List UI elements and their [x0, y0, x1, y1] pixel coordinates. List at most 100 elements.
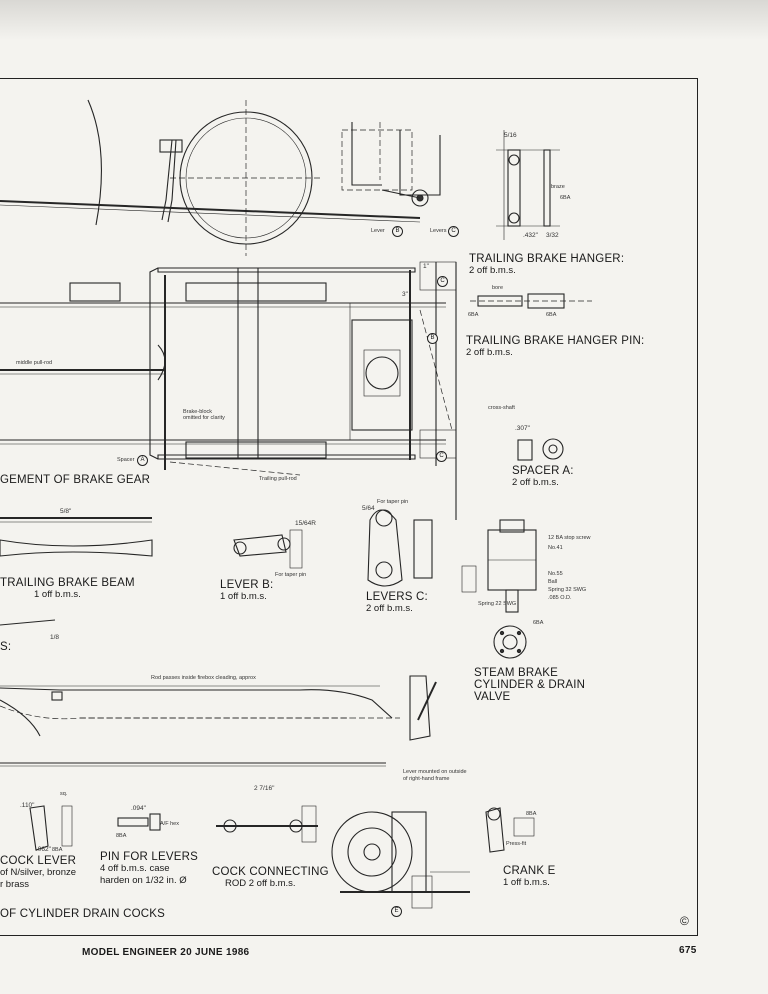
cock-connecting-rod-line2: ROD 2 off b.m.s. — [225, 878, 296, 889]
steam-note-2: No.41 — [548, 545, 563, 551]
brake-block-left — [69, 282, 121, 302]
label-press-fit: Press-fit — [506, 841, 527, 847]
bracket-outline — [351, 122, 382, 186]
caption-drain-cocks: OF CYLINDER DRAIN COCKS — [0, 908, 165, 920]
caption-crank-e: CRANK E — [503, 865, 556, 877]
cock-rod-upper — [0, 687, 393, 719]
spacer-a-side — [517, 439, 533, 461]
label-6ba-hanger: 6BA — [560, 195, 571, 201]
dim-1-8: 1/8 — [50, 634, 60, 641]
marker-c-plan-top: C — [437, 276, 448, 287]
brake-beam-top — [157, 267, 416, 273]
qty-spacer-a: 2 off b.m.s. — [512, 477, 559, 488]
caption-levers-c: LEVERS C: — [366, 591, 428, 603]
label-rod-passes: Rod passes inside firebox cleading, appr… — [151, 675, 256, 681]
dim-062: .062" — [36, 846, 51, 853]
dim-094: .094" — [131, 805, 146, 812]
trailing-brake-beam-shape — [0, 539, 153, 557]
steam-note-7: Spring 22 SWG — [478, 601, 517, 607]
levers-c-shape — [367, 509, 403, 587]
label-lever-mounted-1: Lever mounted on outside — [403, 769, 467, 775]
brake-block-top — [185, 282, 327, 302]
caption-lever-b: LEVER B: — [220, 579, 274, 591]
lever-arm — [381, 189, 421, 199]
label-lever-mounted-2: of right-hand frame — [403, 776, 450, 782]
dim-1in: 1" — [423, 263, 429, 270]
label-for-taper-pin-b: For taper pin — [275, 572, 307, 578]
dim-5-64: 5/64 — [362, 505, 375, 512]
marker-a: A — [137, 455, 148, 466]
steam-note-5: Spring 32 SWG — [548, 587, 587, 593]
dim-5-16: 5/16 — [504, 132, 517, 139]
qty-trailing-brake-beam: 1 off b.m.s. — [34, 589, 81, 600]
brake-beam-bottom — [157, 454, 416, 460]
steam-note-3: No.55 — [548, 571, 563, 577]
caption-cock-connecting-rod: COCK CONNECTING — [212, 866, 329, 878]
label-bore: bore — [492, 285, 504, 291]
cross-shaft-housing — [341, 129, 413, 191]
rod-lever — [409, 675, 431, 741]
cross-shaft-bracket — [351, 319, 413, 431]
label-cross-shaft: cross-shaft — [488, 405, 515, 411]
caption-pin-for-levers: PIN FOR LEVERS — [100, 851, 199, 863]
footer-publication: MODEL ENGINEER 20 JUNE 1986 — [82, 947, 250, 958]
label-8ba-cock: 8BA — [52, 847, 63, 853]
caption-trailing-brake-hanger: TRAILING BRAKE HANGER: — [469, 253, 625, 265]
page-shadow — [0, 0, 768, 40]
pin-for-levers-line3: harden on 1/32 in. Ø — [100, 875, 187, 886]
qty-levers-c: 2 off b.m.s. — [366, 603, 413, 614]
label-middle-pull-rod: middle pull-rod — [16, 360, 53, 366]
pull-rod-top-b — [0, 204, 421, 223]
caption-trailing-brake-beam: TRAILING BRAKE BEAM — [0, 577, 135, 589]
qty-trailing-brake-hanger-pin: 2 off b.m.s. — [466, 347, 513, 358]
caption-arrangement-brake-gear: GEMENT OF BRAKE GEAR — [0, 474, 151, 486]
label-8ba-crank: 8BA — [526, 811, 537, 817]
label-sq: sq. — [60, 791, 68, 797]
label-for-taper-pin: For taper pin — [377, 499, 409, 505]
dim-432: .432" — [523, 232, 538, 239]
qty-crank-e: 1 off b.m.s. — [503, 877, 550, 888]
copyright-mark: © — [680, 914, 689, 928]
qty-lever-b: 1 off b.m.s. — [220, 591, 267, 602]
caption-steam-brake-3: VALVE — [474, 691, 511, 703]
steam-cylinder-end — [493, 625, 527, 659]
beam-end-lever — [0, 619, 56, 626]
qty-trailing-brake-hanger: 2 off b.m.s. — [469, 265, 516, 276]
wheel-arc-left — [87, 99, 102, 226]
lever-boss — [411, 189, 429, 207]
cock-lever-shape — [29, 805, 49, 851]
pin-for-levers-shape — [117, 817, 149, 827]
steam-note-1: 12 BA stop screw — [548, 535, 591, 541]
levers-c-side — [413, 519, 433, 579]
label-6ba-steam: 6BA — [533, 620, 544, 626]
cock-rod-dashed — [0, 705, 350, 720]
dim-2-7-16: 2 7/16" — [254, 785, 275, 792]
dim-5-8: 5/8" — [60, 508, 72, 515]
caption-spacer-a: SPACER A: — [512, 465, 574, 477]
label-af-hex: A/F hex — [160, 821, 179, 827]
drain-cock-body — [391, 811, 427, 893]
hanger-top-block — [159, 139, 183, 153]
steam-note-6: .085 O.D. — [548, 595, 572, 601]
label-spacer: Spacer — [117, 457, 135, 463]
caption-trailing-brake-hanger-pin: TRAILING BRAKE HANGER PIN: — [466, 335, 645, 347]
label-8ba-pin: 8BA — [116, 833, 127, 839]
spacer-a-face — [542, 438, 564, 460]
marker-b-plan: B — [427, 333, 438, 344]
caption-steam-brake-2: CYLINDER & DRAIN — [474, 679, 586, 691]
dim-3in: 3" — [402, 291, 408, 298]
dim-110: .110" — [20, 802, 35, 809]
caption-section-s: S: — [0, 641, 12, 653]
label-trailing-pull-rod: Trailing pull-rod — [259, 476, 297, 482]
marker-b: B — [392, 226, 403, 237]
hanger-detail-side — [543, 149, 551, 227]
pin-for-levers-line2: 4 off b.m.s. case — [100, 863, 170, 874]
hanger-pin-body — [477, 295, 523, 307]
dim-3-32: 3/32 — [546, 232, 559, 239]
marker-c-plan-bottom: C — [436, 451, 447, 462]
lever-b-shape — [233, 534, 287, 557]
marker-c-top: C — [448, 226, 459, 237]
label-braze: braze — [551, 184, 565, 190]
marker-e: E — [391, 906, 402, 917]
